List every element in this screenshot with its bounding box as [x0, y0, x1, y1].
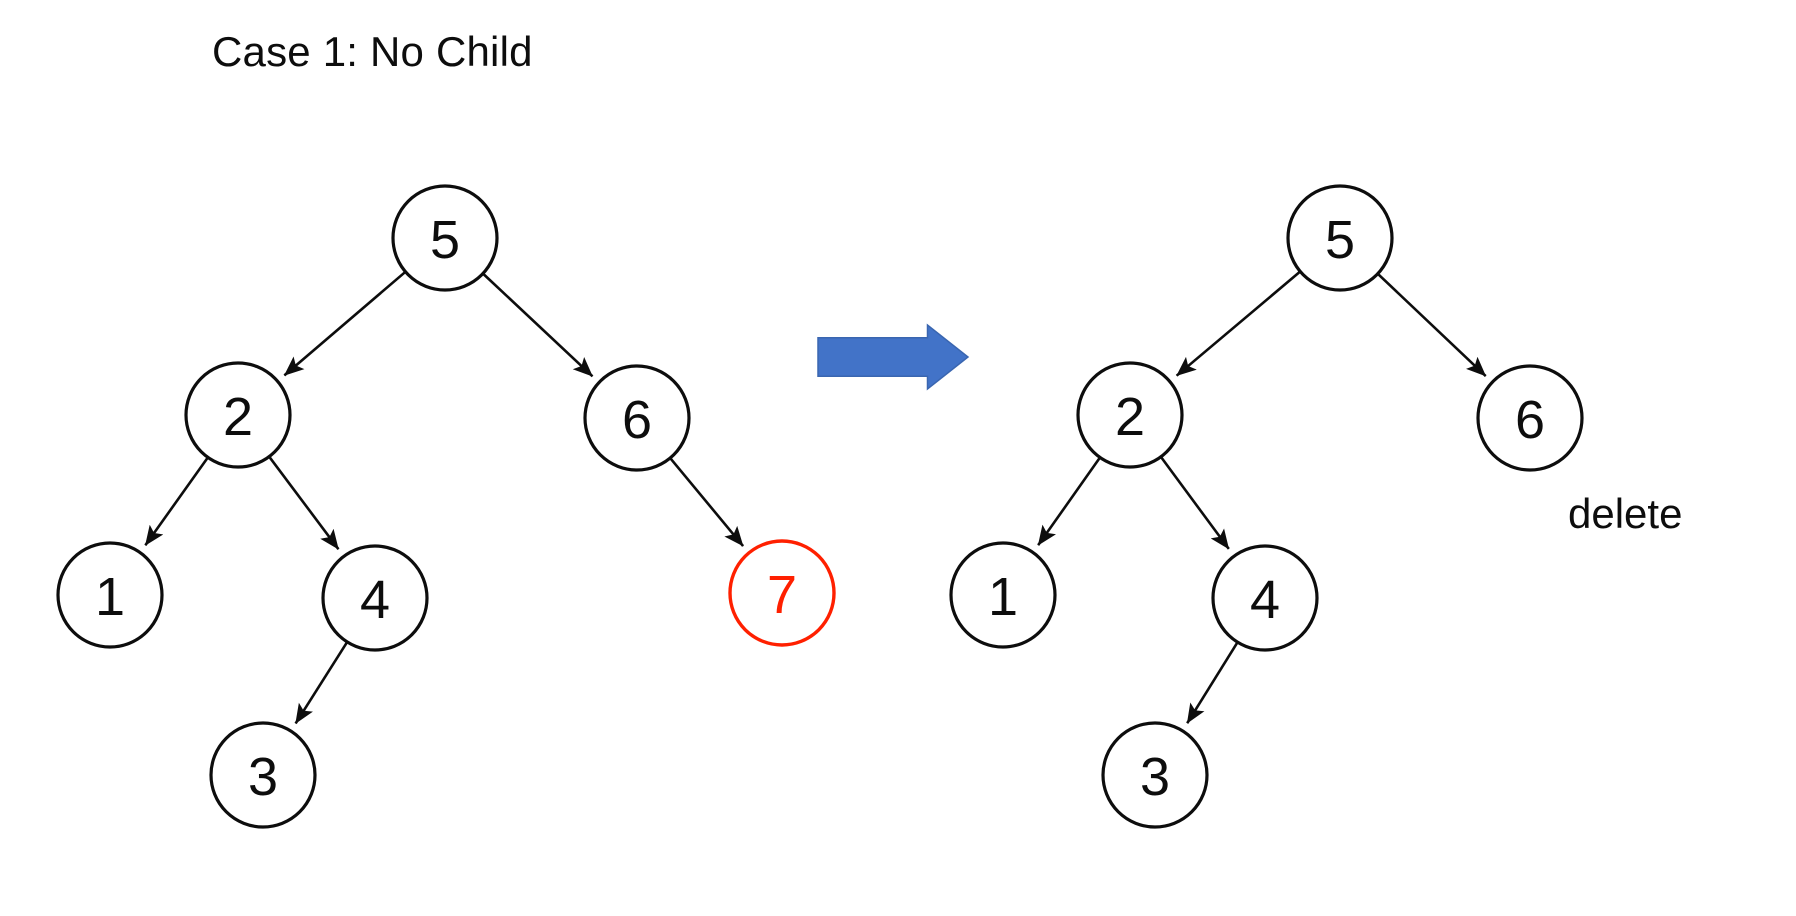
node-circle [1286, 184, 1394, 292]
tree-nodes-layer: 5 2 6 1 4 7 3 5 2 6 1 4 3 [56, 184, 1584, 829]
tree-edge [294, 642, 348, 725]
tree-node-3[interactable]: 3 [209, 721, 317, 829]
node-value: 4 [1250, 570, 1280, 630]
tree-node-4[interactable]: 4 [321, 544, 429, 652]
node-value: 6 [1515, 390, 1545, 450]
tree-node-1[interactable]: 1 [949, 541, 1057, 649]
transition-arrow-layer [817, 323, 970, 391]
tree-edge [1175, 271, 1301, 377]
tree-node-2[interactable]: 2 [184, 361, 292, 469]
node-value: 4 [360, 570, 390, 630]
delete-label: delete [1568, 490, 1683, 537]
node-circle [728, 539, 836, 647]
tree-edge [144, 457, 209, 547]
node-circle [184, 361, 292, 469]
node-value: 2 [223, 387, 253, 447]
node-circle [56, 541, 164, 649]
tree-node-6[interactable]: 6 [583, 364, 691, 472]
tree-node-5[interactable]: 5 [1286, 184, 1394, 292]
node-value: 3 [1140, 747, 1170, 807]
tree-edge [283, 271, 406, 377]
node-circle [209, 721, 317, 829]
node-value: 6 [622, 390, 652, 450]
node-value: 7 [767, 565, 797, 625]
node-circle [583, 364, 691, 472]
tree-edge [1186, 642, 1239, 724]
tree-node-2[interactable]: 2 [1076, 361, 1184, 469]
tree-edge [482, 273, 594, 378]
tree-node-1[interactable]: 1 [56, 541, 164, 649]
right-arrow-icon [817, 323, 970, 391]
node-circle [1101, 721, 1209, 829]
tree-node-6[interactable]: 6 [1476, 364, 1584, 472]
tree-edge [268, 456, 340, 550]
tree-node-4[interactable]: 4 [1211, 544, 1319, 652]
node-value: 5 [1325, 210, 1355, 270]
tree-edge [1377, 273, 1487, 377]
node-value: 1 [95, 567, 125, 627]
node-circle [1076, 361, 1184, 469]
node-circle [1476, 364, 1584, 472]
node-value: 3 [248, 747, 278, 807]
tree-edges-layer [144, 271, 1487, 725]
tree-edge [1037, 457, 1101, 546]
tree-node-3[interactable]: 3 [1101, 721, 1209, 829]
tree-edge [669, 457, 745, 547]
node-circle [949, 541, 1057, 649]
tree-node-7[interactable]: 7 [728, 539, 836, 647]
node-value: 2 [1115, 387, 1145, 447]
node-circle [321, 544, 429, 652]
tree-edge [1160, 456, 1230, 550]
node-value: 1 [988, 567, 1018, 627]
page-title: Case 1: No Child [212, 28, 533, 75]
node-circle [391, 184, 499, 292]
tree-node-5[interactable]: 5 [391, 184, 499, 292]
node-circle [1211, 544, 1319, 652]
node-value: 5 [430, 210, 460, 270]
